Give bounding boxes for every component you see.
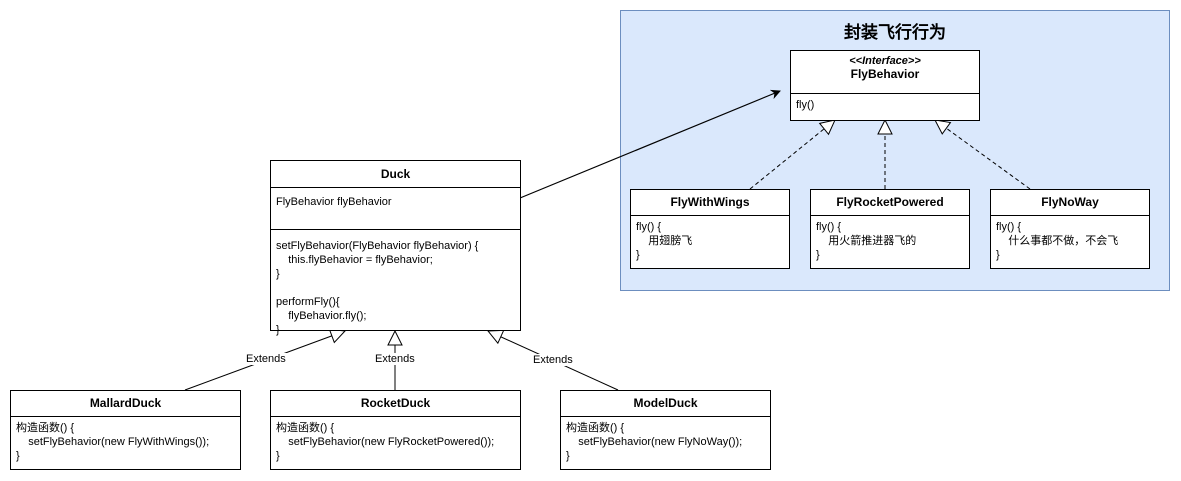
class-flynoway[interactable]: FlyNoWay fly() { 什么事都不做，不会飞 }	[990, 189, 1150, 269]
class-rocketduck[interactable]: RocketDuck 构造函数() { setFlyBehavior(new F…	[270, 390, 521, 470]
class-fields: FlyBehavior flyBehavior	[271, 187, 520, 229]
class-name: FlyNoWay	[1041, 195, 1099, 209]
class-mallardduck[interactable]: MallardDuck 构造函数() { setFlyBehavior(new …	[10, 390, 241, 470]
extends-label-model: Extends	[532, 354, 574, 366]
extends-label-mallard: Extends	[245, 353, 287, 365]
realization-flywithwings	[749, 120, 835, 190]
realization-flynoway	[935, 120, 1031, 190]
class-body: fly() { 用火箭推进器飞的 }	[811, 215, 969, 266]
class-body: fly() { 用翅膀飞 }	[631, 215, 789, 266]
class-methods: setFlyBehavior(FlyBehavior flyBehavior) …	[271, 229, 520, 341]
class-name: Duck	[380, 167, 411, 181]
class-body: 构造函数() { setFlyBehavior(new FlyNoWay());…	[561, 416, 770, 467]
class-name: MallardDuck	[89, 396, 162, 410]
class-flyrocketpowered[interactable]: FlyRocketPowered fly() { 用火箭推进器飞的 }	[810, 189, 970, 269]
class-body: 构造函数() { setFlyBehavior(new FlyRocketPow…	[271, 416, 520, 467]
class-body: fly() { 什么事都不做，不会飞 }	[991, 215, 1149, 266]
group-title: 封装飞行行为	[844, 23, 946, 42]
class-name: FlyWithWings	[670, 195, 750, 209]
class-modelduck[interactable]: ModelDuck 构造函数() { setFlyBehavior(new Fl…	[560, 390, 771, 470]
extends-label-rocket: Extends	[374, 353, 416, 365]
class-name: ModelDuck	[633, 396, 698, 410]
class-flywithwings[interactable]: FlyWithWings fly() { 用翅膀飞 }	[630, 189, 790, 269]
class-name: FlyRocketPowered	[836, 195, 944, 209]
class-body: 构造函数() { setFlyBehavior(new FlyWithWings…	[11, 416, 240, 467]
association-arrow	[519, 89, 781, 199]
class-name: FlyBehavior	[850, 67, 920, 81]
class-methods: fly()	[791, 93, 979, 116]
class-flybehavior[interactable]: <<Interface>> FlyBehavior fly()	[790, 50, 980, 121]
class-name: RocketDuck	[360, 396, 431, 410]
interface-stereotype: <<Interface>>	[849, 55, 921, 67]
class-duck[interactable]: Duck FlyBehavior flyBehavior setFlyBehav…	[270, 160, 521, 336]
